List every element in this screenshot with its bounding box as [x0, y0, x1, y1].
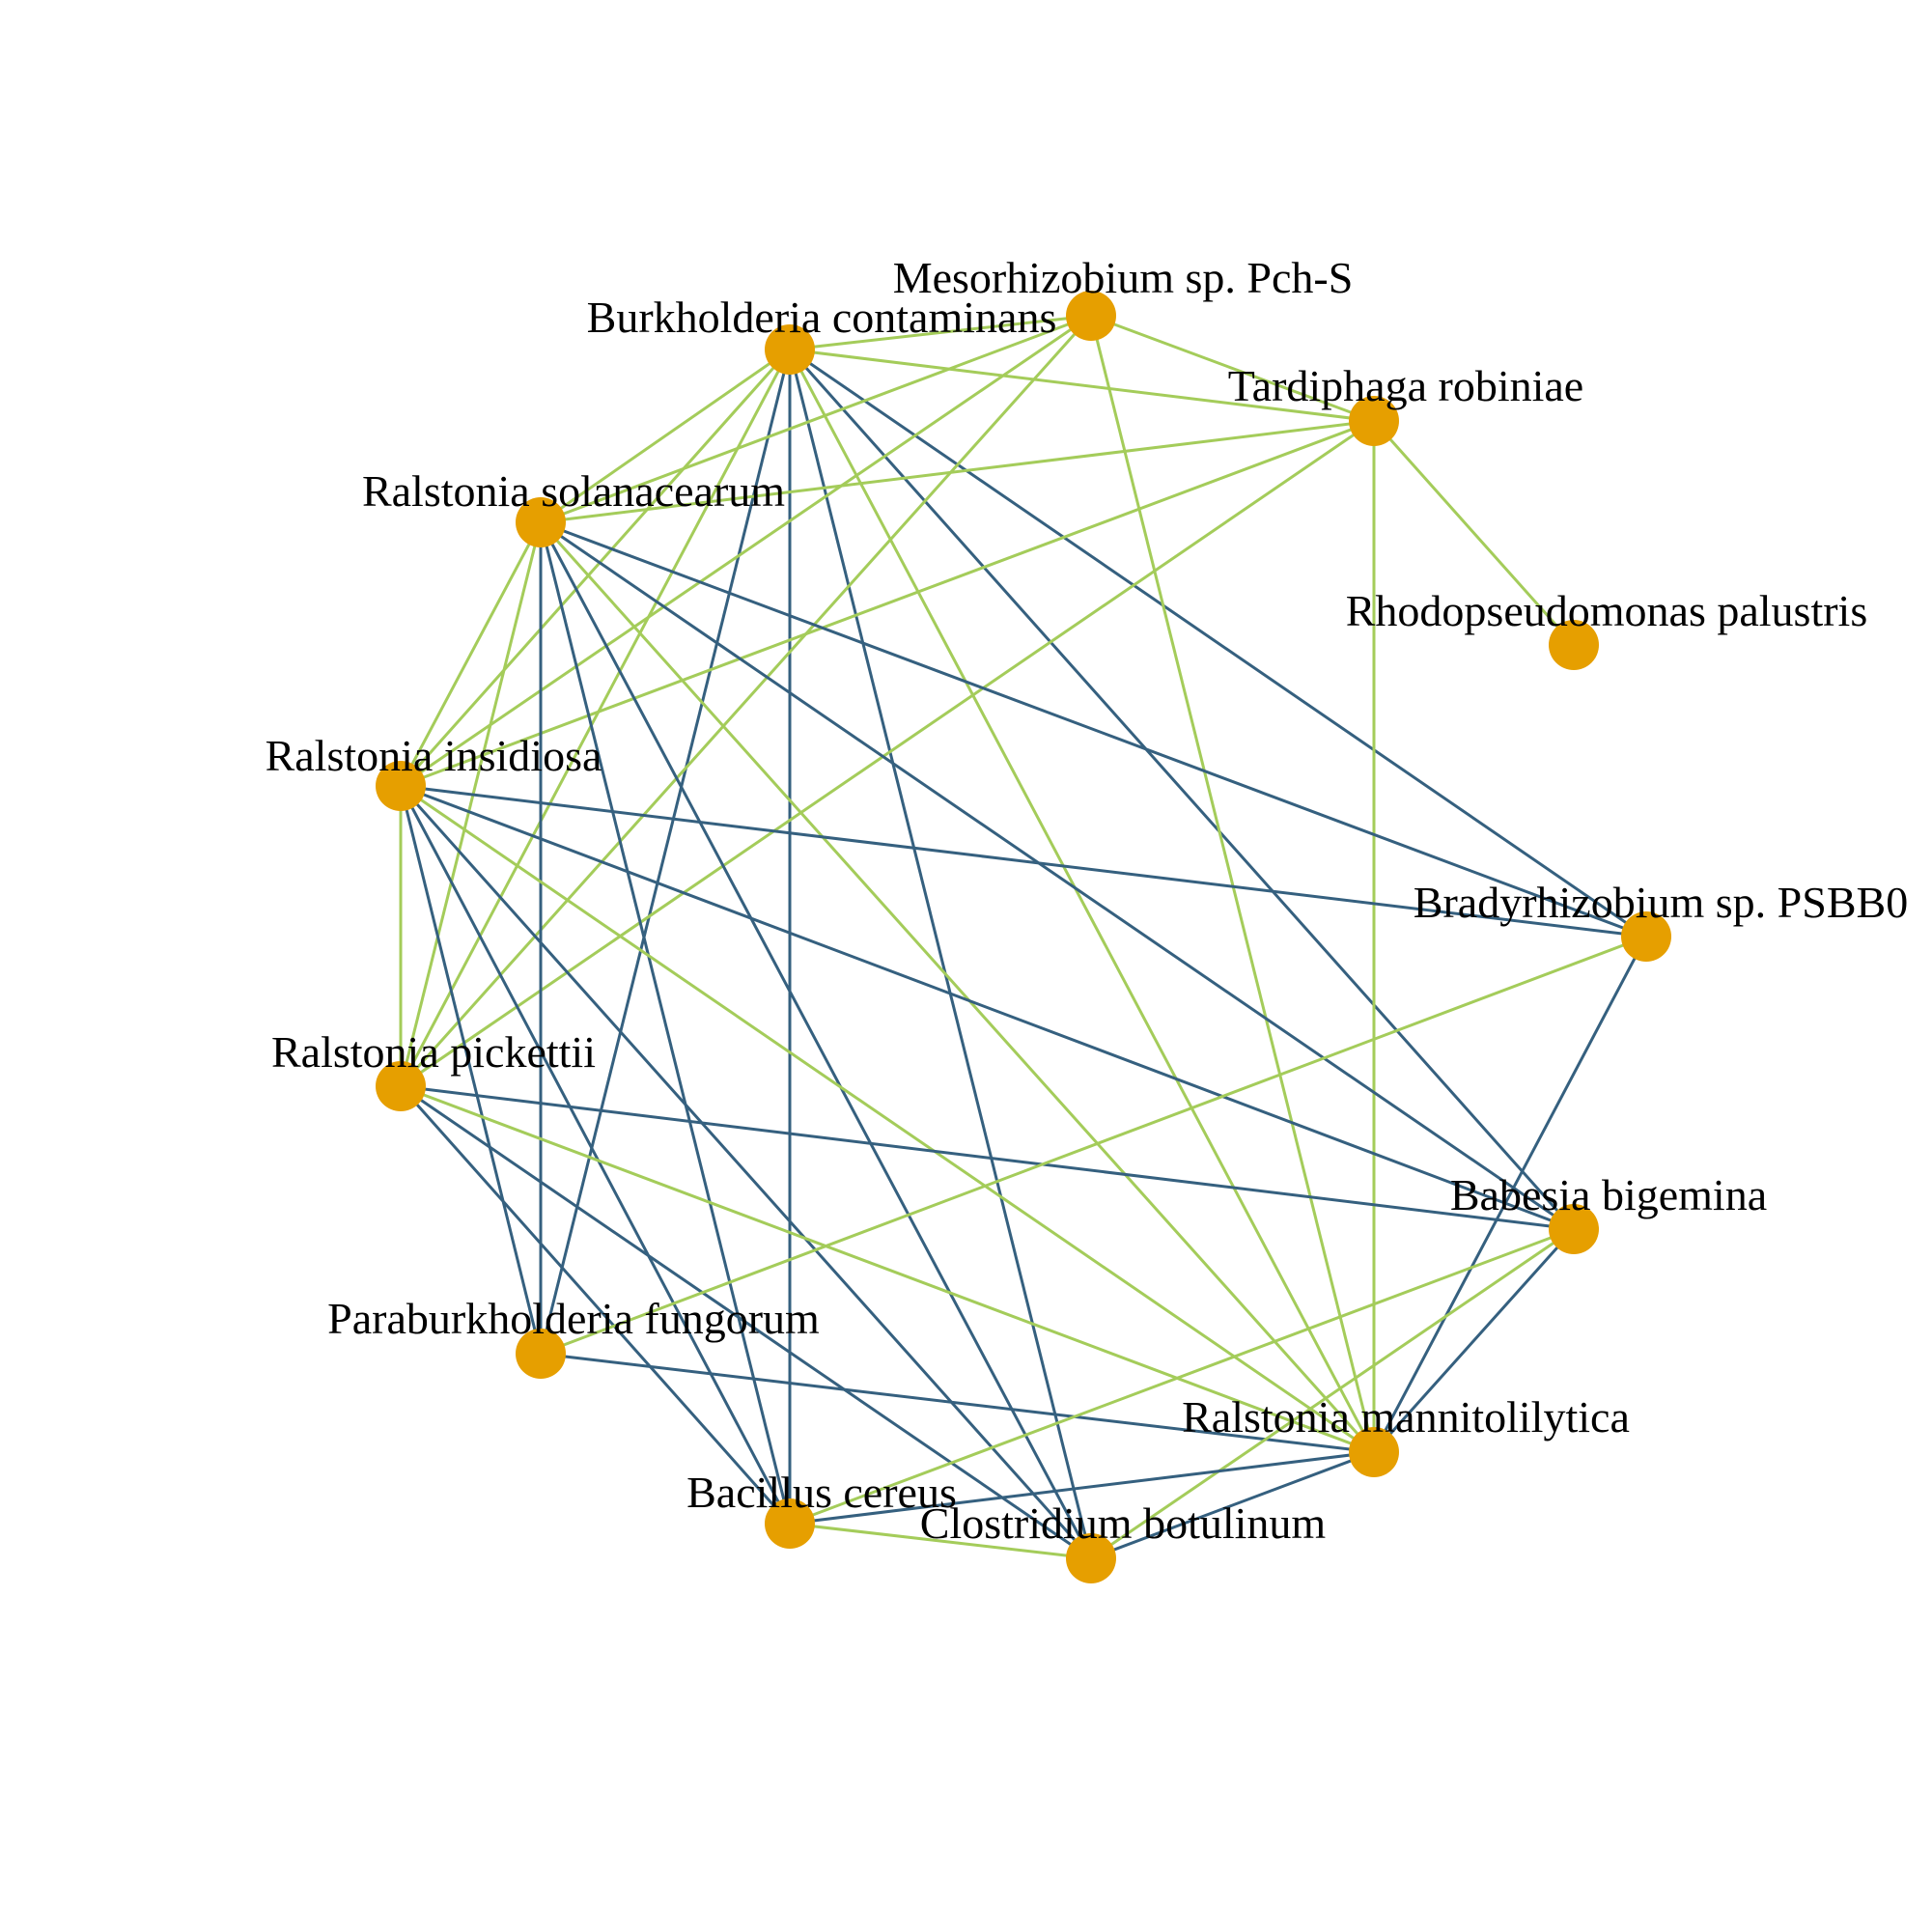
edge-positive-r_insidiosa-r_mannitolilytica — [400, 784, 1375, 1454]
edge-positive-mesorhizobium-r_pickettii — [399, 314, 1093, 1088]
edge-positive-burkholderia-r_solanacearum — [540, 348, 791, 524]
node-label-bradyrhizobium: Bradyrhizobium sp. PSBB0 — [1414, 878, 1908, 927]
node-label-rhodopseudomonas: Rhodopseudomonas palustris — [1346, 586, 1867, 635]
edge-positive-tardiphaga-rhodopseudomonas — [1372, 420, 1576, 646]
edge-negative-r_solanacearum-clostridium — [539, 521, 1093, 1559]
node-rhodopseudomonas[interactable] — [1549, 620, 1599, 670]
node-babesia[interactable] — [1549, 1204, 1599, 1254]
edge-negative-burkholderia-paraburkholderia — [539, 349, 792, 1355]
node-label-bacillus: Bacillus cereus — [686, 1468, 957, 1517]
node-bradyrhizobium[interactable] — [1621, 911, 1671, 962]
node-r_pickettii[interactable] — [376, 1061, 426, 1111]
edge-positive-r_solanacearum-r_insidiosa — [399, 521, 543, 787]
edge-positive-burkholderia-r_mannitolilytica — [788, 349, 1376, 1453]
node-label-paraburkholderia: Paraburkholderia fungorum — [327, 1294, 820, 1343]
node-label-mesorhizobium: Mesorhizobium sp. Pch-S — [893, 253, 1354, 302]
node-label-clostridium: Clostridium botulinum — [920, 1498, 1327, 1548]
edge-negative-r_insidiosa-bacillus — [399, 785, 792, 1525]
node-label-r_mannitolilytica: Ralstonia mannitolilytica — [1182, 1392, 1630, 1442]
edge-positive-r_pickettii-r_mannitolilytica — [400, 1084, 1375, 1454]
node-layer — [376, 291, 1671, 1583]
edge-positive-mesorhizobium-r_mannitolilytica — [1089, 315, 1376, 1453]
edge-negative-r_pickettii-babesia — [400, 1084, 1575, 1231]
edge-positive-mesorhizobium-tardiphaga — [1090, 314, 1375, 423]
edge-positive-burkholderia-r_pickettii — [399, 349, 792, 1087]
edge-negative-babesia-r_mannitolilytica — [1372, 1227, 1576, 1454]
edge-positive-tardiphaga-r_pickettii — [400, 419, 1375, 1088]
edge-positive-tardiphaga-r_solanacearum — [540, 419, 1375, 524]
edge-negative-r_solanacearum-bradyrhizobium — [540, 520, 1647, 938]
edge-positive-burkholderia-mesorhizobium — [789, 314, 1092, 351]
edge-negative-r_solanacearum-babesia — [540, 520, 1575, 1231]
edge-positive-tardiphaga-r_insidiosa — [400, 419, 1375, 788]
edge-positive-bacillus-clostridium — [789, 1522, 1092, 1560]
edge-layer — [399, 314, 1648, 1560]
edge-positive-paraburkholderia-bradyrhizobium — [540, 935, 1647, 1356]
edge-negative-bradyrhizobium-r_mannitolilytica — [1372, 936, 1648, 1453]
edge-positive-babesia-clostridium — [1090, 1227, 1575, 1560]
edge-negative-r_insidiosa-babesia — [400, 784, 1575, 1231]
edge-negative-r_mannitolilytica-bacillus — [789, 1450, 1375, 1526]
edge-negative-r_insidiosa-clostridium — [399, 785, 1093, 1559]
node-tardiphaga[interactable] — [1349, 396, 1399, 446]
node-r_insidiosa[interactable] — [376, 761, 426, 811]
node-mesorhizobium[interactable] — [1066, 291, 1116, 341]
edge-negative-r_pickettii-bacillus — [399, 1085, 792, 1525]
node-r_solanacearum[interactable] — [516, 497, 566, 547]
edge-positive-burkholderia-r_insidiosa — [399, 349, 792, 787]
node-label-r_pickettii: Ralstonia pickettii — [271, 1027, 596, 1077]
node-label-r_solanacearum: Ralstonia solanacearum — [362, 466, 785, 516]
edge-positive-mesorhizobium-r_solanacearum — [540, 314, 1092, 524]
node-label-babesia: Babesia bigemina — [1450, 1170, 1767, 1219]
label-layer: Mesorhizobium sp. Pch-S Tardiphaga robini… — [266, 253, 1909, 1548]
edge-negative-r_insidiosa-paraburkholderia — [399, 785, 543, 1355]
edge-negative-burkholderia-bradyrhizobium — [789, 348, 1647, 938]
edge-negative-burkholderia-clostridium — [788, 349, 1093, 1559]
node-paraburkholderia[interactable] — [516, 1329, 566, 1379]
edge-negative-paraburkholderia-r_mannitolilytica — [540, 1352, 1375, 1454]
edge-negative-r_insidiosa-bradyrhizobium — [400, 784, 1647, 938]
node-clostridium[interactable] — [1066, 1533, 1116, 1583]
node-bacillus[interactable] — [765, 1498, 815, 1549]
node-r_mannitolilytica[interactable] — [1349, 1427, 1399, 1477]
edge-positive-burkholderia-tardiphaga — [789, 348, 1375, 423]
edge-positive-mesorhizobium-r_insidiosa — [400, 314, 1092, 788]
edge-positive-babesia-bacillus — [789, 1227, 1575, 1526]
edge-negative-r_solanacearum-bacillus — [539, 521, 792, 1525]
node-label-burkholderia: Burkholderia contaminans — [587, 293, 1057, 342]
node-label-tardiphaga: Tardiphaga robiniae — [1228, 361, 1583, 410]
edge-negative-r_mannitolilytica-clostridium — [1090, 1450, 1375, 1560]
edge-positive-r_solanacearum-r_mannitolilytica — [539, 520, 1376, 1454]
node-burkholderia[interactable] — [765, 324, 815, 375]
edge-negative-r_pickettii-clostridium — [400, 1084, 1092, 1560]
edge-negative-burkholderia-babesia — [788, 349, 1576, 1230]
edge-positive-r_solanacearum-r_pickettii — [399, 521, 543, 1087]
node-label-r_insidiosa: Ralstonia insidiosa — [266, 731, 602, 780]
